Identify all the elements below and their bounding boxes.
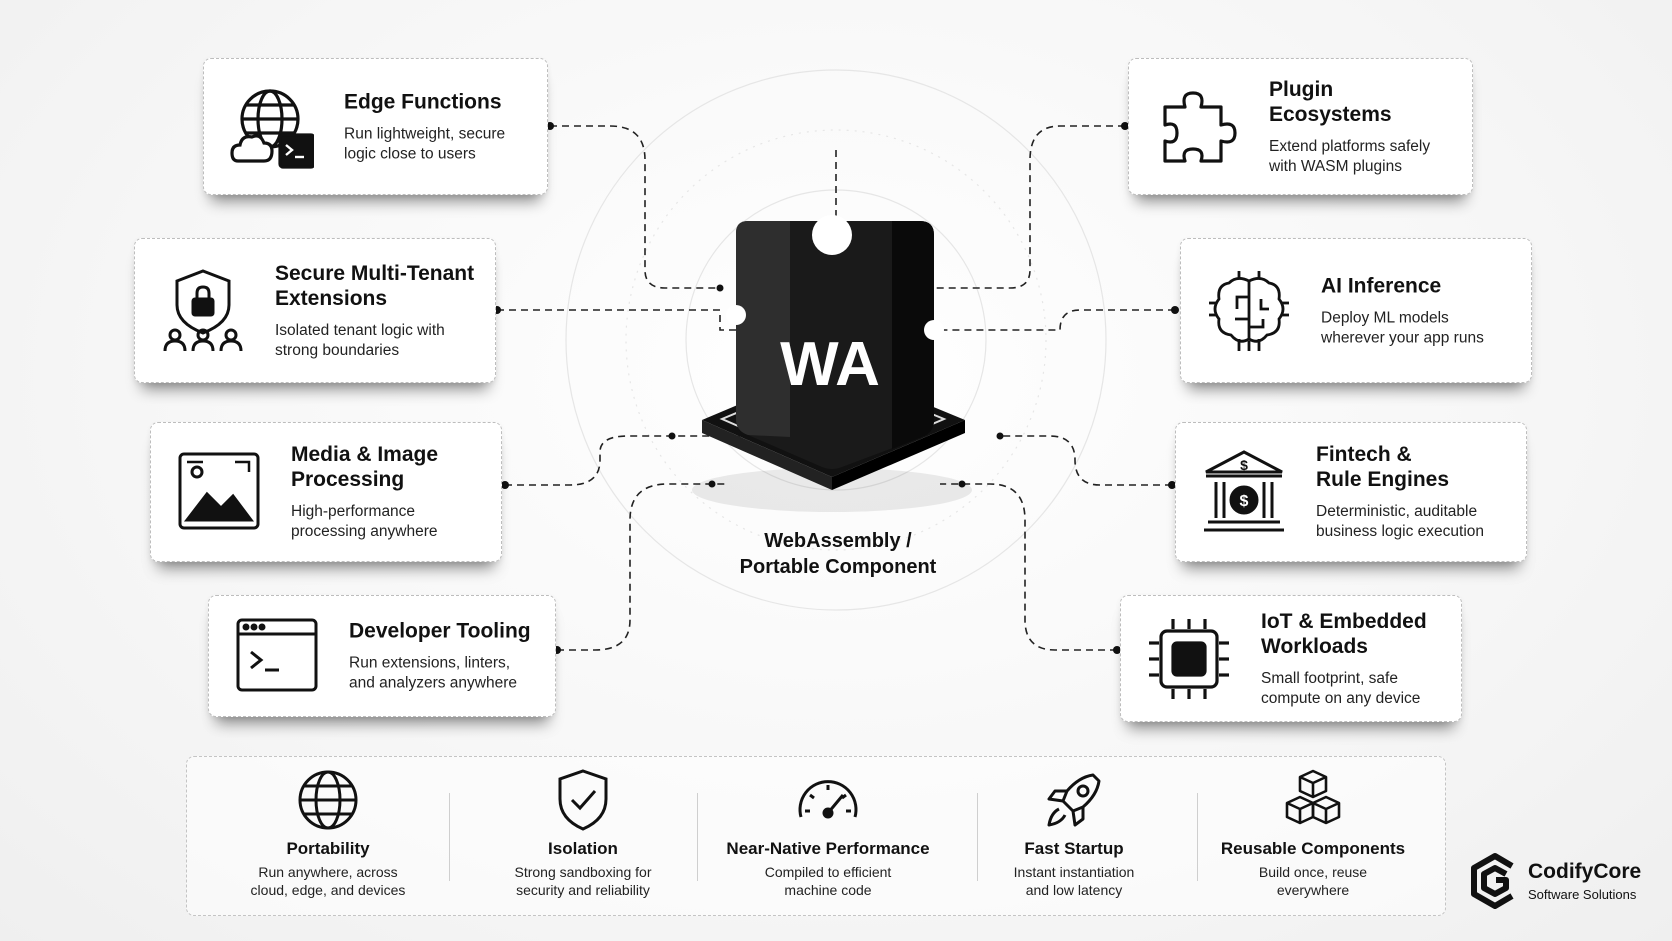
card-title: Plugin Ecosystems <box>1269 77 1392 126</box>
rocket-icon <box>1047 773 1101 827</box>
card-title: Fintech & Rule Engines <box>1316 443 1450 491</box>
wasm-block-icon: WA <box>692 215 972 512</box>
feature-isolation: Isolation Strong sandboxing for security… <box>463 767 703 899</box>
feature-divider <box>977 793 978 881</box>
feature-description: Build once, reuse everywhere <box>1258 864 1368 898</box>
codifycore-logo: CodifyCore Software Solutions <box>1466 852 1666 912</box>
card-title: AI Inference <box>1321 274 1442 297</box>
feature-fast-startup: Fast Startup Instant instantiation and l… <box>954 767 1194 899</box>
shield-users-icon <box>163 268 243 351</box>
logo-name: CodifyCore <box>1528 860 1642 883</box>
logo-tagline: Software Solutions <box>1528 887 1637 902</box>
card-description: High-performance processing anywhere <box>291 503 438 540</box>
card-title: IoT & Embedded Workloads <box>1261 609 1427 658</box>
svg-text:$: $ <box>1240 457 1248 473</box>
puzzle-icon <box>1163 90 1237 163</box>
feature-description: Compiled to efficient machine code <box>764 864 892 898</box>
feature-description: Instant instantiation and low latency <box>1013 864 1135 898</box>
card-title: Developer Tooling <box>349 619 531 643</box>
image-icon <box>178 452 260 530</box>
feature-title: Isolation <box>548 839 618 858</box>
card-description: Run extensions, linters, and analyzers a… <box>349 654 518 692</box>
feature-reusable: Reusable Components Build once, reuse ev… <box>1193 767 1433 899</box>
feature-title: Reusable Components <box>1220 839 1406 858</box>
bank-icon: $ $ <box>1204 450 1284 532</box>
card-description: Isolated tenant logic with strong bounda… <box>275 321 445 359</box>
brain-chip-icon <box>1209 270 1289 351</box>
card-description: Deterministic, auditable business logic … <box>1316 503 1485 540</box>
globe-icon <box>298 770 358 830</box>
codifycore-logo-icon <box>1471 853 1514 909</box>
globe-terminal-icon <box>230 88 314 169</box>
chip-icon <box>1149 618 1229 699</box>
cubes-icon <box>1285 769 1341 825</box>
features-bar: Portability Run anywhere, across cloud, … <box>186 756 1446 916</box>
shield-check-icon <box>558 769 608 831</box>
card-description: Small footprint, safe compute on any dev… <box>1261 669 1421 707</box>
card-description: Deploy ML models wherever your app runs <box>1321 309 1484 346</box>
card-title: Media & Image Processing <box>291 443 439 491</box>
feature-description: Strong sandboxing for security and relia… <box>514 864 652 898</box>
speedometer-icon <box>798 780 858 819</box>
feature-title: Portability <box>286 839 370 858</box>
card-description: Run lightweight, secure logic close to u… <box>344 125 506 162</box>
wasm-badge-text: WA <box>780 330 880 399</box>
card-description: Extend platforms safely with WASM plugin… <box>1269 137 1431 175</box>
feature-portability: Portability Run anywhere, across cloud, … <box>208 767 448 899</box>
feature-description: Run anywhere, across cloud, edge, and de… <box>250 864 406 898</box>
feature-divider <box>449 793 450 881</box>
feature-title: Near-Native Performance <box>726 839 930 858</box>
feature-divider <box>697 793 698 881</box>
card-title: Edge Functions <box>344 90 502 113</box>
terminal-window-icon <box>236 618 318 692</box>
feature-performance: Near-Native Performance Compiled to effi… <box>708 767 948 899</box>
card-title: Secure Multi-Tenant Extensions <box>275 261 475 310</box>
center-label: WebAssembly / Portable Component <box>739 530 937 578</box>
feature-divider <box>1197 793 1198 881</box>
feature-title: Fast Startup <box>1024 839 1124 858</box>
svg-text:$: $ <box>1240 493 1249 510</box>
